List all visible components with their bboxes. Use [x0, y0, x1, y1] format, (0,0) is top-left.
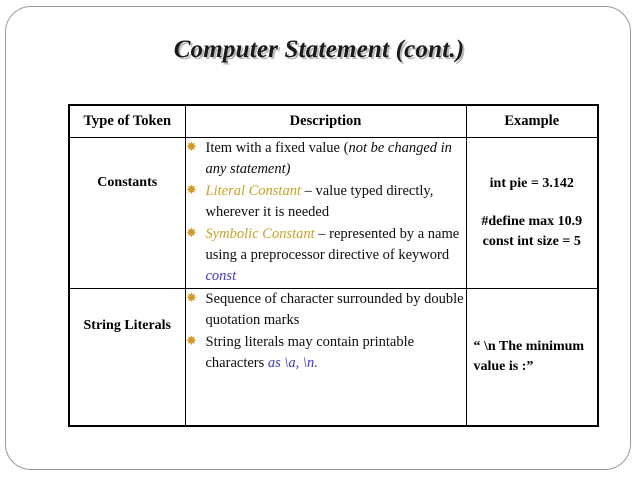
row-example-constants: int pie = 3.142 #define max 10.9 const i… — [465, 137, 599, 289]
row-description-string-literals: ✸ Sequence of character surrounded by do… — [184, 288, 467, 427]
bullet-list: ✸ Item with a fixed value (not be change… — [186, 138, 466, 287]
starburst-bullet-icon: ✸ — [186, 226, 197, 241]
starburst-bullet-icon: ✸ — [186, 140, 197, 155]
row-description-constants: ✸ Item with a fixed value (not be change… — [184, 137, 467, 289]
row-label-constants: Constants — [68, 137, 186, 289]
example-line: “ \n The minimum — [473, 339, 585, 354]
bullet-text-segment: Sequence of character surrounded by doub… — [205, 291, 464, 328]
header-type-of-token: Type of Token — [68, 104, 186, 138]
escape-sequence-example: as \a, \n. — [267, 355, 318, 371]
table-row: String Literals ✸ Sequence of character … — [68, 288, 599, 427]
bullet-term-literal-constant: Literal Constant — [205, 183, 301, 199]
page-title: Computer Statement (cont.) — [173, 36, 465, 63]
starburst-bullet-icon: ✸ — [186, 183, 197, 198]
example-line: #define max 10.9 — [481, 214, 583, 229]
example-line: const int size = 5 — [482, 234, 581, 249]
row-example-string-literals: “ \n The minimum value is :” — [465, 288, 599, 427]
example-line: int pie = 3.142 — [489, 176, 574, 191]
list-item: ✸ Item with a fixed value (not be change… — [186, 138, 466, 180]
table-header-row: Type of Token Description Example — [68, 104, 599, 138]
bullet-text-segment: – represented by a name using a preproce… — [205, 226, 460, 263]
bullet-list: ✸ Sequence of character surrounded by do… — [186, 289, 466, 374]
header-description: Description — [184, 104, 467, 138]
bullet-text-segment-italic: not be changed in any statement) — [205, 140, 452, 177]
header-example: Example — [465, 104, 599, 138]
list-item: ✸ Sequence of character surrounded by do… — [186, 289, 466, 331]
starburst-bullet-icon: ✸ — [186, 291, 197, 306]
list-item: ✸ Symbolic Constant – represented by a n… — [186, 224, 466, 287]
bullet-text-segment: – value typed directly, wherever it is n… — [205, 183, 434, 220]
example-line: value is :” — [473, 359, 534, 374]
example-spacer — [473, 194, 592, 212]
row-label-string-literals: String Literals — [68, 288, 186, 427]
keyword-const: const — [205, 268, 237, 284]
starburst-bullet-icon: ✸ — [186, 334, 197, 349]
bullet-text-segment: Item with a fixed value ( — [205, 140, 349, 156]
bullet-text-segment: String literals may contain printable ch… — [205, 334, 415, 371]
table-row: Constants ✸ Item with a fixed value (not… — [68, 137, 599, 289]
token-table: Type of Token Description Example Consta… — [68, 104, 599, 427]
list-item: ✸ Literal Constant – value typed directl… — [186, 181, 466, 223]
bullet-term-symbolic-constant: Symbolic Constant — [205, 226, 315, 242]
list-item: ✸ String literals may contain printable … — [186, 332, 466, 374]
